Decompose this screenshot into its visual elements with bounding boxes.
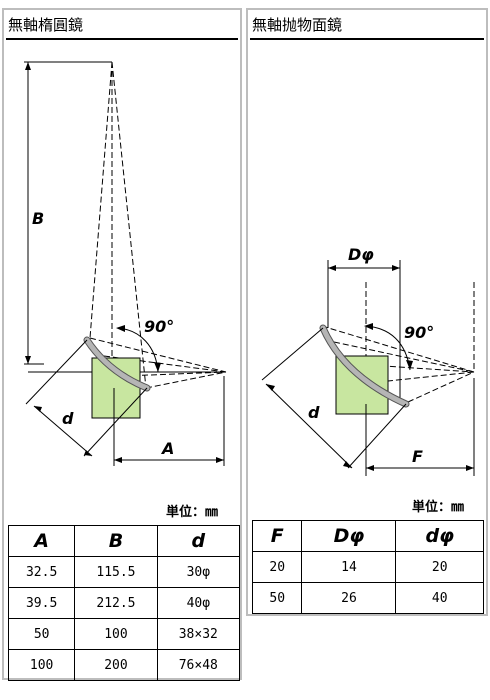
table-row: 39.5 212.5 40φ	[7, 587, 241, 619]
table-cell: 40	[395, 582, 484, 614]
table-header-row: A B d	[7, 525, 241, 557]
table-cell: 50	[7, 618, 76, 650]
label-a: A	[160, 439, 174, 458]
ellipsoid-mirror-title: 無軸楕圓鏡	[6, 14, 238, 40]
table-cell: 14	[301, 551, 397, 583]
paraboloid-spec-table: F Dφ dφ 20 14 20 50 26 40	[251, 520, 484, 614]
table-header: B	[74, 525, 158, 557]
paraboloid-mirror-title: 無軸抛物面鏡	[250, 14, 484, 40]
ellipsoid-mirror	[84, 337, 150, 391]
dimension-line-d	[33, 405, 93, 457]
label-dphi: Dφ	[348, 245, 374, 264]
table-cell: 115.5	[74, 556, 158, 588]
ellipsoid-spec-table: A B d 32.5 115.5 30φ 39.5 212.5 40φ 50 1…	[7, 525, 241, 681]
table-cell: 20	[395, 551, 484, 583]
table-header: Dφ	[301, 520, 397, 552]
table-row: 20 14 20	[251, 551, 484, 583]
table-cell: 30φ	[156, 556, 241, 588]
table-header: dφ	[395, 520, 484, 552]
label-d: d	[62, 409, 74, 428]
paraboloid-mirror-diagram: Dφ 90° d	[261, 245, 475, 476]
ellipsoid-mirror-panel: 無軸楕圓鏡 B 90°	[2, 8, 242, 681]
paraboloid-mirror	[320, 325, 409, 407]
label-f: F	[412, 447, 423, 466]
table-cell: 212.5	[74, 587, 158, 619]
table-header: A	[7, 525, 76, 557]
paraboloid-mirror-panel: 無軸抛物面鏡 Dφ 90°	[246, 8, 488, 616]
unit-label: 単位：㎜	[412, 500, 465, 515]
label-d: d	[308, 403, 320, 422]
table-cell: 38×32	[156, 618, 241, 650]
table-cell: 76×48	[156, 649, 241, 681]
table-cell: 100	[74, 618, 158, 650]
table-row: 100 200 76×48	[7, 649, 241, 681]
table-cell: 26	[301, 582, 397, 614]
ray-lines	[89, 61, 227, 389]
table-cell: 39.5	[7, 587, 76, 619]
unit-label: 単位：㎜	[166, 505, 219, 520]
table-cell: 20	[251, 551, 303, 583]
table-cell: 100	[7, 649, 76, 681]
table-row: 50 100 38×32	[7, 618, 241, 650]
table-cell: 40φ	[156, 587, 241, 619]
table-header: d	[156, 525, 241, 557]
dimension-line-d	[265, 383, 353, 469]
table-row: 50 26 40	[251, 582, 484, 614]
table-header-row: F Dφ dφ	[251, 520, 484, 552]
label-b: B	[32, 209, 44, 228]
label-angle: 90°	[144, 317, 174, 336]
table-row: 32.5 115.5 30φ	[7, 556, 241, 588]
label-angle: 90°	[404, 323, 434, 342]
table-cell: 50	[251, 582, 303, 614]
table-header: F	[251, 520, 303, 552]
table-cell: 32.5	[7, 556, 76, 588]
table-cell: 200	[74, 649, 158, 681]
ellipsoid-mirror-diagram: B 90° d	[24, 61, 227, 466]
